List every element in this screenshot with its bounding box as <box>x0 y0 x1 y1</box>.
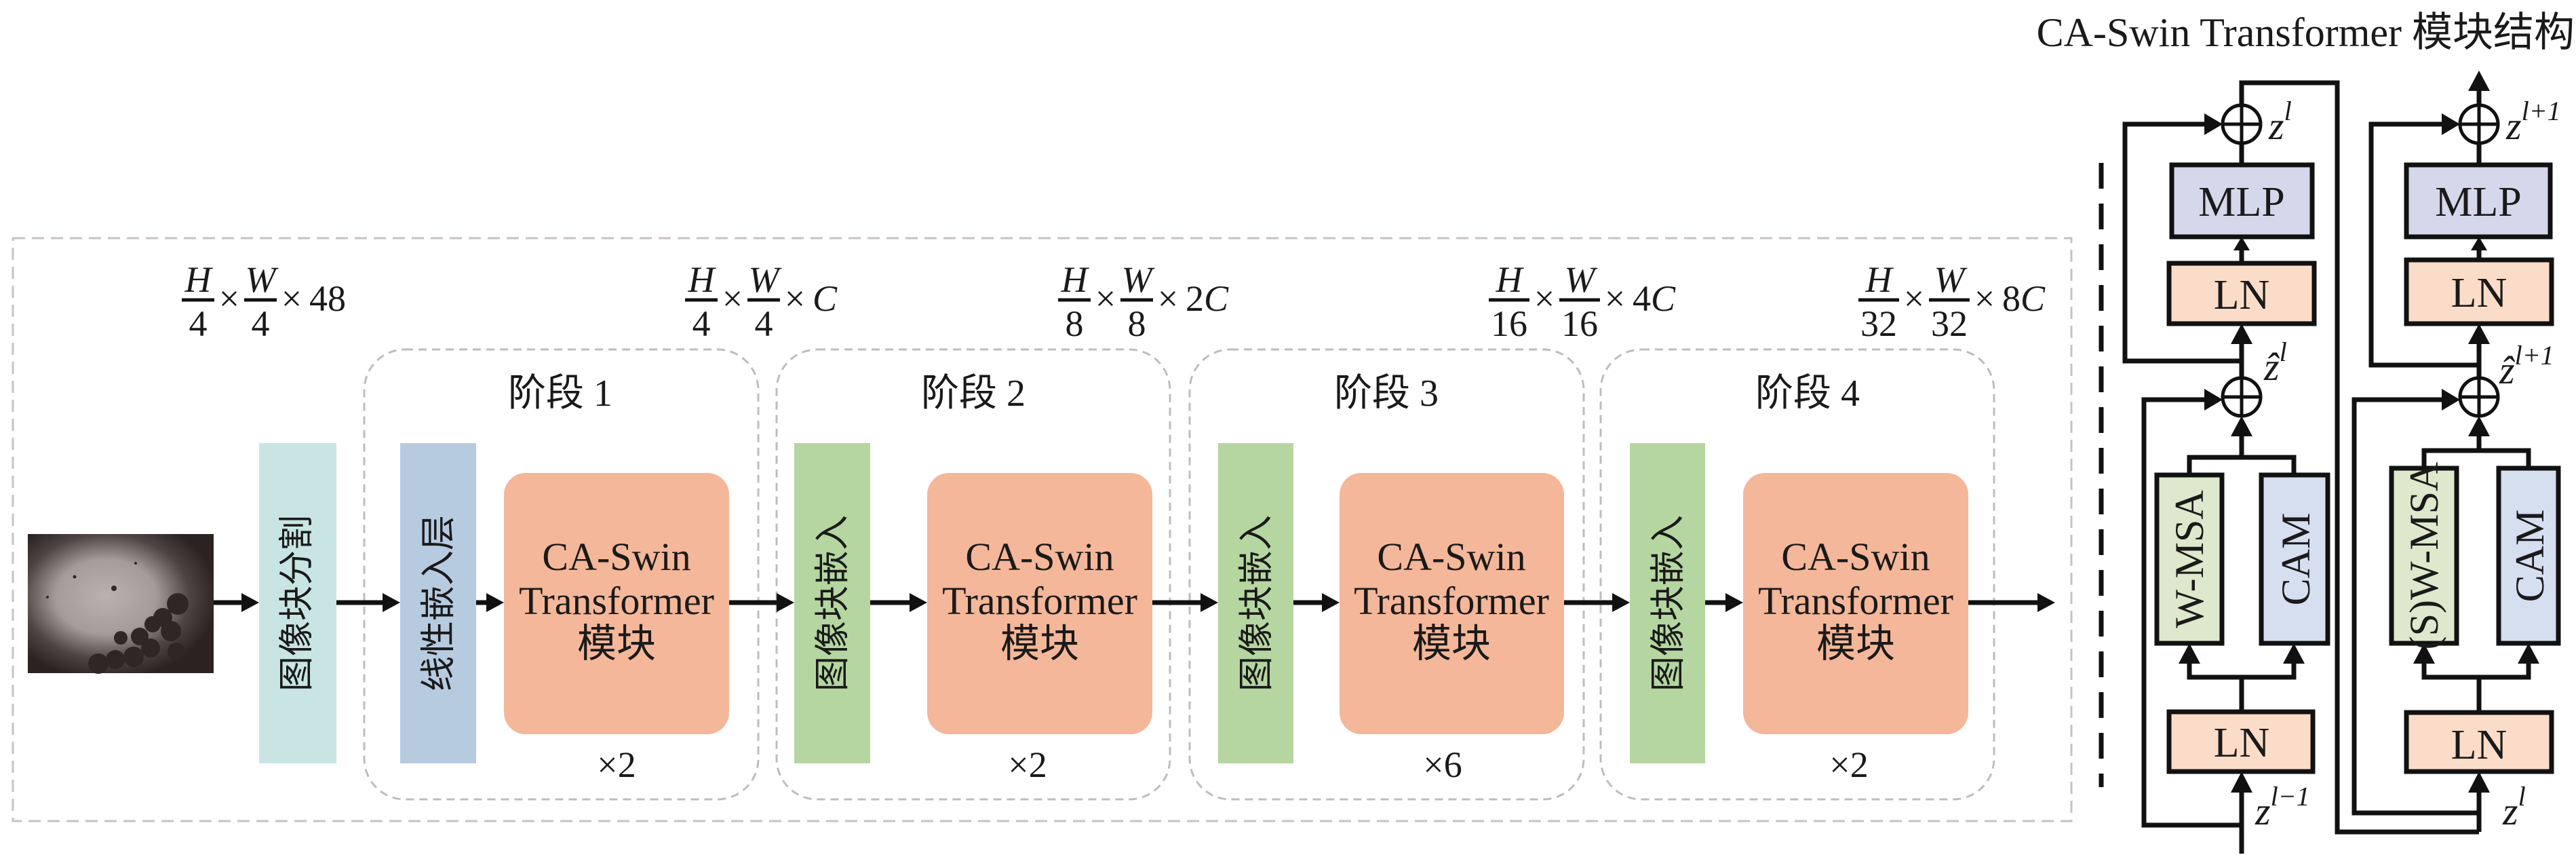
stage-1-repeat: ×2 <box>597 744 636 785</box>
height-fraction-numerator: H <box>1496 259 1525 300</box>
channel-count: 4C <box>1633 278 1676 319</box>
height-fraction-numerator: H <box>688 259 717 300</box>
width-fraction-numerator: W <box>1122 259 1156 300</box>
width-fraction-denominator: 32 <box>1931 303 1968 344</box>
stage-2-repeat: ×2 <box>1008 744 1047 785</box>
stage-1-label: 阶段 1 <box>508 373 612 415</box>
channel-count: 8C <box>2002 278 2046 319</box>
patch-partition-box: 图像块分割 <box>259 443 336 763</box>
stage-2-label: 阶段 2 <box>921 373 1026 415</box>
ca-swin-block-3-line1: CA-Swin <box>1377 535 1525 579</box>
dim-formula-stage-3: H16×W16×4C <box>1489 259 1676 344</box>
cam-label-2: CAM <box>2507 510 2552 603</box>
times-symbol: × <box>722 278 743 319</box>
times-symbol: × <box>785 278 805 319</box>
ca-swin-block-1-line3: 模块 <box>577 622 656 666</box>
height-fraction-numerator: H <box>184 259 214 300</box>
stage-3-label: 阶段 3 <box>1334 373 1439 415</box>
in-var-label: zl−1 <box>2255 781 2310 833</box>
stage-1: 线性嵌入层 CA-Swin Transformer 模块 阶段 1 ×2 <box>400 373 729 785</box>
width-fraction-denominator: 4 <box>755 303 773 344</box>
stage-3-repeat: ×6 <box>1423 744 1462 785</box>
width-fraction-numerator: W <box>1565 259 1599 300</box>
linear-embedding-label: 线性嵌入层 <box>420 515 458 691</box>
patch-embedding-3-label: 图像块嵌入 <box>1238 515 1276 691</box>
times-symbol: × <box>1534 278 1555 319</box>
ca-swin-block-3-line3: 模块 <box>1412 622 1491 666</box>
ca-swin-block-1-line1: CA-Swin <box>542 535 690 579</box>
ln-top-label: LN <box>2214 272 2270 318</box>
ln-bottom-label: LN <box>2214 720 2270 766</box>
dim-formula-stage-2: H8×W8×2C <box>1058 259 1229 344</box>
patch-partition-label: 图像块分割 <box>278 515 317 691</box>
width-fraction-denominator: 8 <box>1128 303 1146 344</box>
height-fraction-denominator: 32 <box>1860 303 1897 344</box>
times-symbol: × <box>1158 278 1178 319</box>
ca-swin-block-3-line2: Transformer <box>1354 579 1549 623</box>
stage-4-frame <box>1599 348 1995 801</box>
width-fraction-numerator: W <box>749 259 783 300</box>
ca-swin-block-1-line2: Transformer <box>519 579 714 623</box>
ca-swin-block-4-line2: Transformer <box>1758 579 1953 623</box>
times-symbol: × <box>1605 278 1625 319</box>
stage-1-frame <box>363 348 760 801</box>
height-fraction-numerator: H <box>1865 259 1894 300</box>
module-block-wmsa: MLP LN W-MSA CAM LN zl ẑl zl−1 <box>2122 80 2479 854</box>
patch-embedding-2-label: 图像块嵌入 <box>814 515 853 691</box>
module-block-swmsa: MLP LN (S)W-MSA CAM LN zl+1 ẑl+1 zl <box>2351 71 2561 833</box>
mid-var-label-2: ẑl+1 <box>2499 340 2554 392</box>
swmsa-label: (S)W-MSA <box>2402 462 2446 650</box>
stage-4-repeat: ×2 <box>1829 744 1868 785</box>
width-fraction-numerator: W <box>246 259 279 300</box>
ca-swin-block-2-line1: CA-Swin <box>965 535 1114 579</box>
ln-top-label-2: LN <box>2451 270 2507 316</box>
module-structure-title: CA-Swin Transformer 模块结构 <box>2037 10 2575 55</box>
channel-count: 48 <box>309 278 346 319</box>
stage-3-frame <box>1188 348 1585 801</box>
width-fraction-numerator: W <box>1934 259 1968 300</box>
in-var-label-2: zl <box>2502 781 2526 833</box>
out-var-label: zl <box>2268 96 2292 148</box>
input-image <box>28 534 214 674</box>
width-fraction-denominator: 16 <box>1561 303 1598 344</box>
times-symbol: × <box>1974 278 1995 319</box>
times-symbol: × <box>1095 278 1116 319</box>
dim-formula-stage-4: H32×W32×8C <box>1858 259 2046 344</box>
times-symbol: × <box>1904 278 1924 319</box>
patch-embedding-4-label: 图像块嵌入 <box>1650 515 1688 691</box>
stage-4: 图像块嵌入 CA-Swin Transformer 模块 阶段 4 ×2 <box>1630 373 1968 785</box>
dim-formula-stage-1: H4×W4×C <box>685 259 838 344</box>
height-fraction-numerator: H <box>1061 259 1090 300</box>
width-fraction-denominator: 4 <box>252 303 270 344</box>
cam-label: CAM <box>2273 513 2318 606</box>
stage-4-label: 阶段 4 <box>1755 373 1860 415</box>
ca-swin-block-2-line2: Transformer <box>942 579 1137 623</box>
mlp-label-2: MLP <box>2435 179 2521 225</box>
ca-swin-block-4-line3: 模块 <box>1816 622 1895 666</box>
backbone-frame <box>12 237 2073 822</box>
dim-formula-input: H4×W4×48 <box>182 259 346 344</box>
times-symbol: × <box>281 278 302 319</box>
out-var-label-2: zl+1 <box>2505 96 2561 148</box>
flow-arrows <box>214 593 2055 612</box>
height-fraction-denominator: 8 <box>1066 303 1084 344</box>
stage-2: 图像块嵌入 CA-Swin Transformer 模块 阶段 2 ×2 <box>794 373 1152 785</box>
height-fraction-denominator: 4 <box>189 303 208 344</box>
ca-swin-block-2-line3: 模块 <box>1000 622 1079 666</box>
height-fraction-denominator: 16 <box>1491 303 1527 344</box>
mid-var-label: ẑl <box>2263 337 2287 389</box>
times-symbol: × <box>219 278 239 319</box>
height-fraction-denominator: 4 <box>692 303 711 344</box>
channel-count: C <box>813 278 838 319</box>
stage-3: 图像块嵌入 CA-Swin Transformer 模块 阶段 3 ×6 <box>1218 373 1564 785</box>
wmsa-label: W-MSA <box>2167 490 2212 628</box>
mlp-label: MLP <box>2198 179 2284 225</box>
ca-swin-block-4-line1: CA-Swin <box>1781 535 1930 579</box>
ln-bottom-label-2: LN <box>2451 722 2507 768</box>
stage-2-frame <box>775 348 1171 801</box>
channel-count: 2C <box>1186 278 1229 319</box>
